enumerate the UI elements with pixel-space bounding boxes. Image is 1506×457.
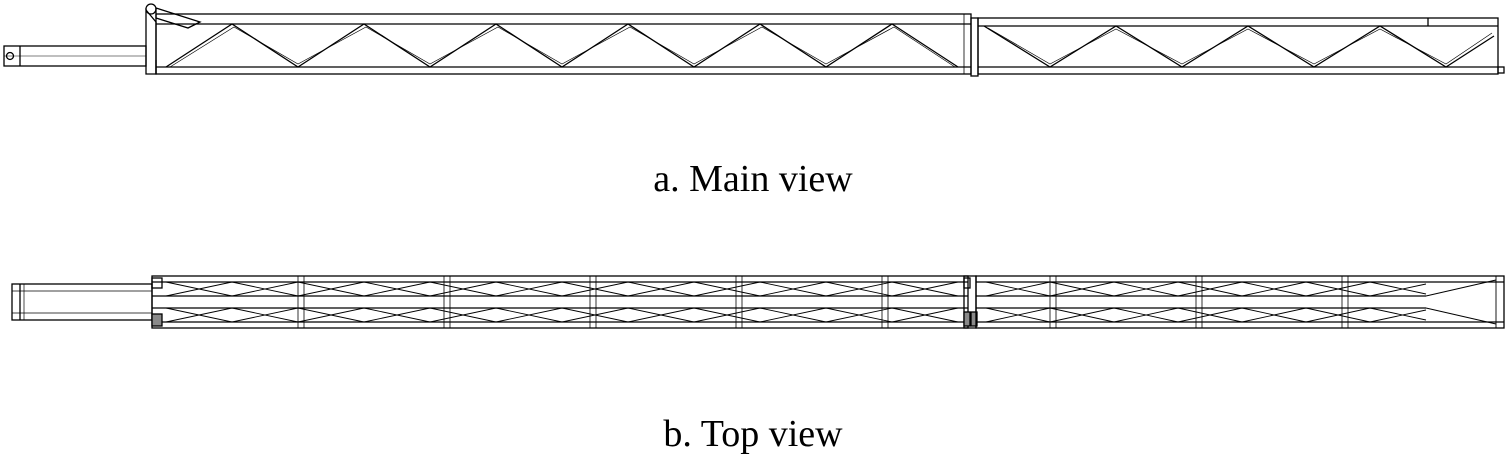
main-view-drawing xyxy=(3,3,1505,77)
main-view-joint xyxy=(970,17,979,77)
main-view-section-1 xyxy=(155,13,972,75)
top-view-arm xyxy=(11,283,153,321)
top-view-section-2 xyxy=(975,275,1505,329)
top-view-joint xyxy=(963,275,978,329)
main-view-arm xyxy=(3,45,147,67)
main-view-section-2 xyxy=(977,17,1505,75)
top-view-section-1 xyxy=(151,275,969,329)
top-view-caption: b. Top view xyxy=(663,413,843,455)
top-view-drawing xyxy=(11,275,1505,329)
main-view-caption: a. Main view xyxy=(653,158,853,200)
